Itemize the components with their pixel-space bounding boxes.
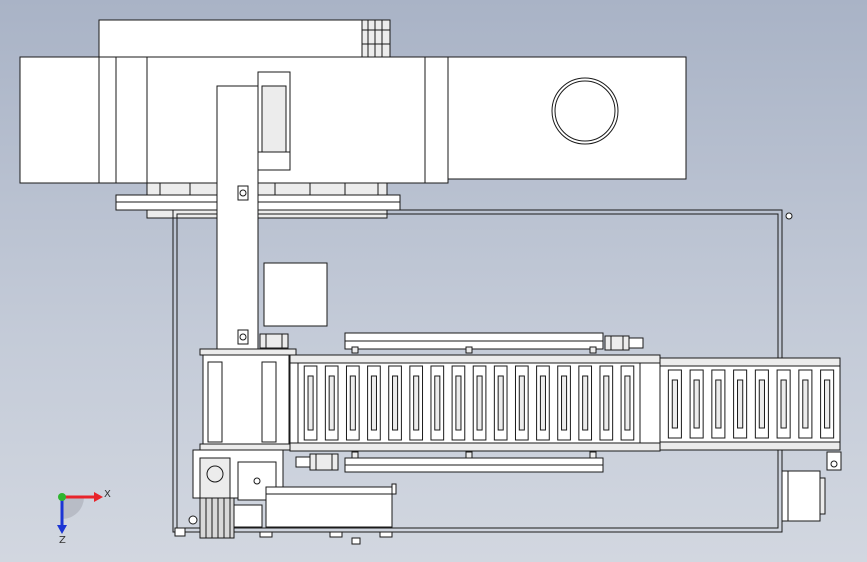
main-roller-14-core	[582, 375, 589, 431]
main-roller-13-core	[561, 375, 568, 431]
round-port	[551, 77, 619, 145]
frame-foot-b2	[259, 531, 273, 538]
extension-conveyor[interactable]	[659, 357, 841, 451]
top-cover-rib-block	[361, 19, 391, 58]
left-infeed-section[interactable]	[199, 348, 297, 451]
ext-roller-5-core	[758, 379, 765, 429]
top-housing-assembly[interactable]	[19, 19, 687, 219]
main-roller-3-core	[349, 375, 356, 431]
mounting-plate[interactable]	[263, 262, 328, 327]
main-roller-conveyor[interactable]	[289, 354, 661, 452]
lower-guide-motor	[309, 453, 339, 471]
extension-roller-group	[667, 369, 835, 439]
main-roller-4-core	[370, 375, 377, 431]
main-roller-7-core	[434, 375, 441, 431]
frame-foot-b5	[351, 537, 361, 545]
main-roller-16-core	[624, 375, 631, 431]
frame-foot-bl	[174, 527, 186, 537]
left-end-block	[19, 56, 100, 184]
column-sensor-top	[259, 333, 289, 349]
x-axis-arrow-head	[94, 492, 103, 502]
triad-quarter-disc	[62, 497, 84, 519]
frame-corner-bolt-bl	[188, 515, 198, 525]
drive-motor	[199, 497, 235, 539]
frame-foot-b3	[329, 531, 343, 538]
top-cover	[98, 19, 391, 58]
main-roller-8-core	[455, 375, 462, 431]
main-roller-5-core	[392, 375, 399, 431]
z-axis-arrow-head	[57, 525, 67, 534]
main-roller-11-core	[518, 375, 525, 431]
main-roller-1-core	[307, 375, 314, 431]
ext-roller-6-core	[780, 379, 787, 429]
ext-roller-3-core	[715, 379, 722, 429]
gearbox	[199, 457, 231, 499]
infeed-frame	[202, 351, 290, 451]
upper-guide-motor	[604, 335, 630, 351]
ext-roller-7-core	[802, 379, 809, 429]
main-roller-2-core	[328, 375, 335, 431]
frame-foot-b4	[379, 531, 393, 538]
conveyor-guide-rails[interactable]	[295, 332, 644, 473]
drive-unit[interactable]	[192, 449, 397, 539]
main-roller-15-core	[603, 375, 610, 431]
frame-corner-bolt-tr	[785, 212, 793, 220]
ext-roller-2-core	[693, 379, 700, 429]
ext-roller-8-core	[824, 379, 831, 429]
extension-frame	[659, 357, 841, 451]
main-roller-group	[303, 365, 635, 441]
z-axis-label: Z	[59, 535, 66, 546]
housing-base-ribs	[146, 182, 388, 196]
side-control-box[interactable]	[781, 451, 842, 522]
axis-triad: X Z	[57, 489, 111, 546]
y-axis-dot	[58, 493, 66, 501]
x-axis-label: X	[104, 489, 111, 500]
main-roller-6-core	[413, 375, 420, 431]
main-roller-12-core	[539, 375, 546, 431]
bottom-plate	[265, 486, 393, 528]
main-roller-9-core	[476, 375, 483, 431]
ext-roller-1-core	[671, 379, 678, 429]
main-roller-10-core	[497, 375, 504, 431]
ext-roller-4-core	[737, 379, 744, 429]
